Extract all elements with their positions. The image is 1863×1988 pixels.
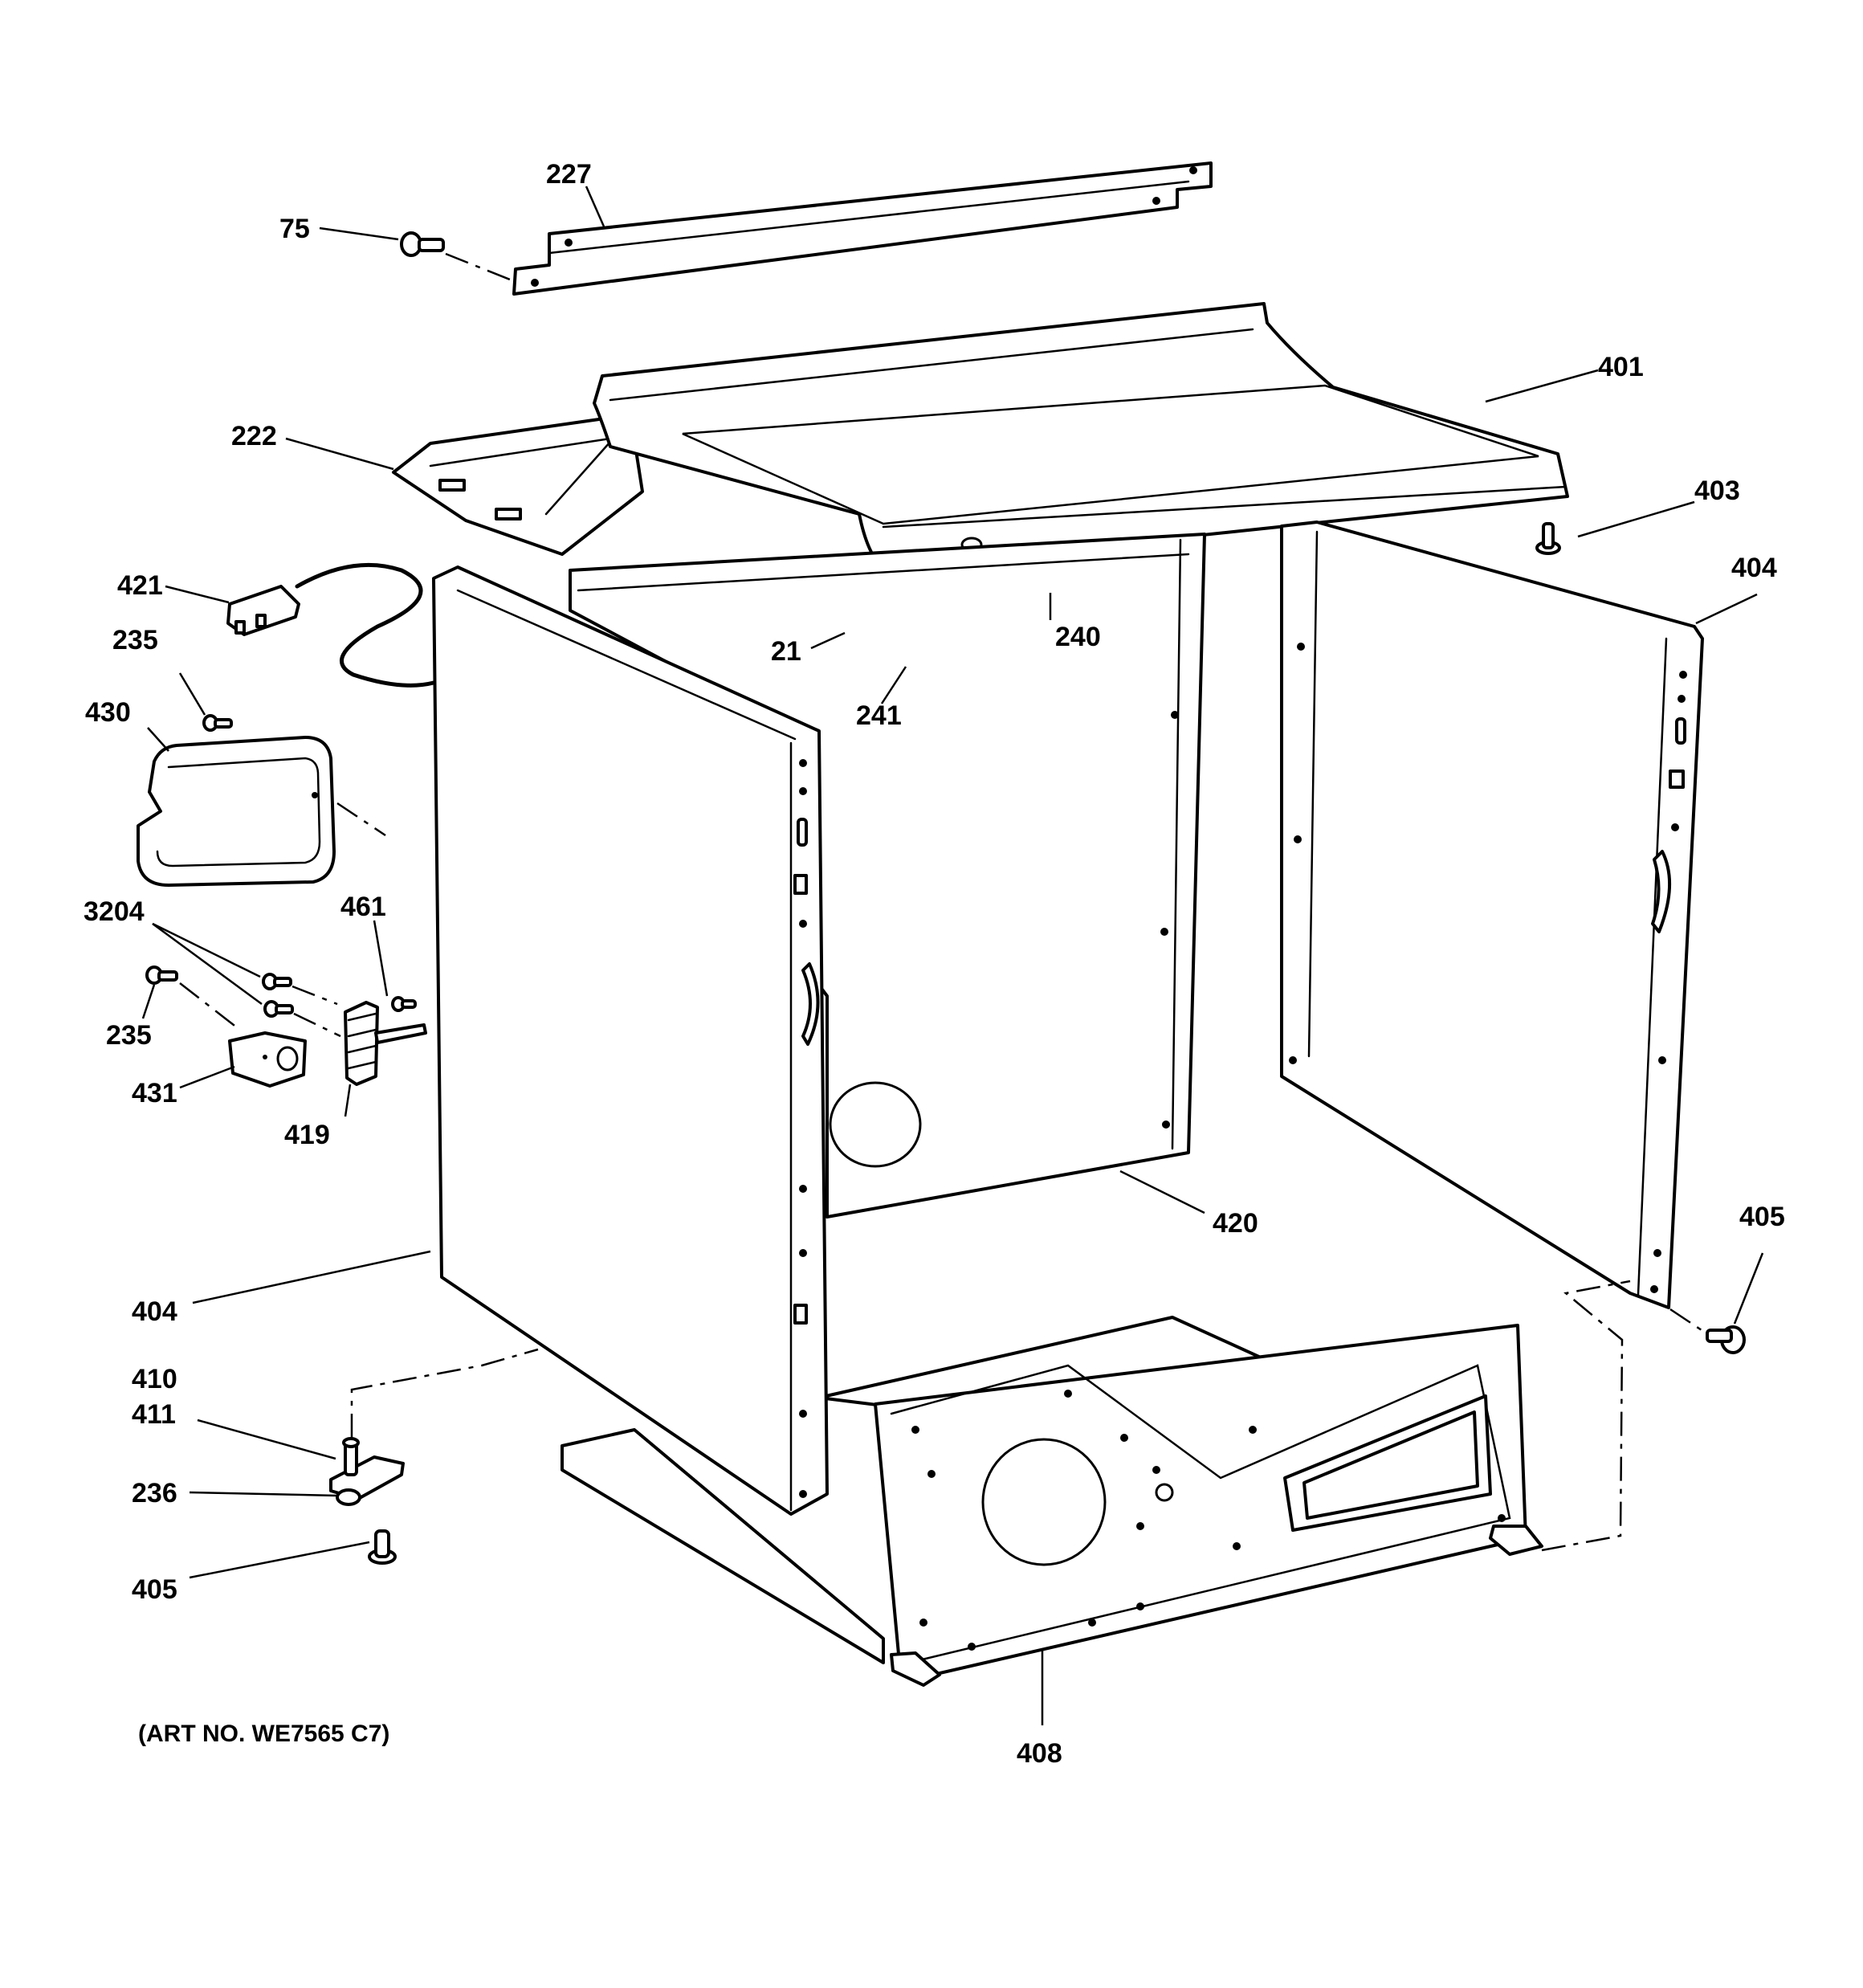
label-421: 421 — [117, 570, 163, 601]
part-430-cover — [137, 736, 386, 887]
label-410: 410 — [132, 1364, 177, 1394]
label-405-right: 405 — [1739, 1202, 1785, 1232]
label-408: 408 — [1017, 1738, 1062, 1769]
label-461: 461 — [340, 892, 386, 922]
part-235-screw-lower — [145, 965, 238, 1029]
part-405-screw-right — [1669, 1308, 1746, 1354]
label-420: 420 — [1213, 1208, 1258, 1239]
label-75: 75 — [279, 214, 310, 244]
part-403-screw — [1535, 522, 1561, 555]
part-404-right-side-panel — [1280, 520, 1704, 1309]
part-408-base — [561, 1316, 1543, 1687]
label-401: 401 — [1598, 352, 1644, 382]
part-404-left-side-panel — [432, 565, 829, 1516]
part-421-cord — [226, 562, 436, 688]
label-21: 21 — [771, 636, 801, 667]
part-401-top — [593, 302, 1569, 570]
part-405-leg-left — [368, 1529, 397, 1565]
part-419-terminal-block — [344, 1001, 427, 1086]
part-222-bracket — [392, 416, 644, 556]
label-235-upper: 235 — [112, 625, 158, 655]
label-419: 419 — [284, 1120, 330, 1150]
alignment-line-right — [1541, 1280, 1631, 1552]
label-405-left: 405 — [132, 1574, 177, 1605]
part-75-screw — [400, 231, 515, 283]
label-430: 430 — [85, 697, 131, 728]
label-227: 227 — [546, 159, 592, 190]
label-222: 222 — [231, 421, 277, 451]
part-3204-screws — [262, 973, 341, 1038]
part-labels: 227 75 401 222 403 404 421 235 21 240 24… — [84, 159, 1785, 1769]
label-404-left: 404 — [132, 1296, 177, 1327]
part-236-pad — [336, 1488, 361, 1506]
part-461-screw — [391, 996, 417, 1012]
label-236: 236 — [132, 1478, 177, 1508]
label-411: 411 — [132, 1399, 176, 1430]
part-410-411-leg — [329, 1348, 539, 1500]
part-235-screw-upper — [202, 714, 233, 732]
leader-lines — [141, 186, 1764, 1725]
label-404-right: 404 — [1731, 553, 1777, 583]
label-240: 240 — [1055, 622, 1101, 652]
part-431-bracket — [228, 1031, 307, 1088]
art-number: (ART NO. WE7565 C7) — [138, 1721, 389, 1747]
label-3204: 3204 — [84, 896, 145, 927]
part-227-rail — [512, 161, 1213, 296]
label-431: 431 — [132, 1078, 177, 1108]
label-241: 241 — [856, 700, 902, 731]
label-403: 403 — [1694, 476, 1740, 506]
label-235-lower: 235 — [106, 1020, 152, 1051]
